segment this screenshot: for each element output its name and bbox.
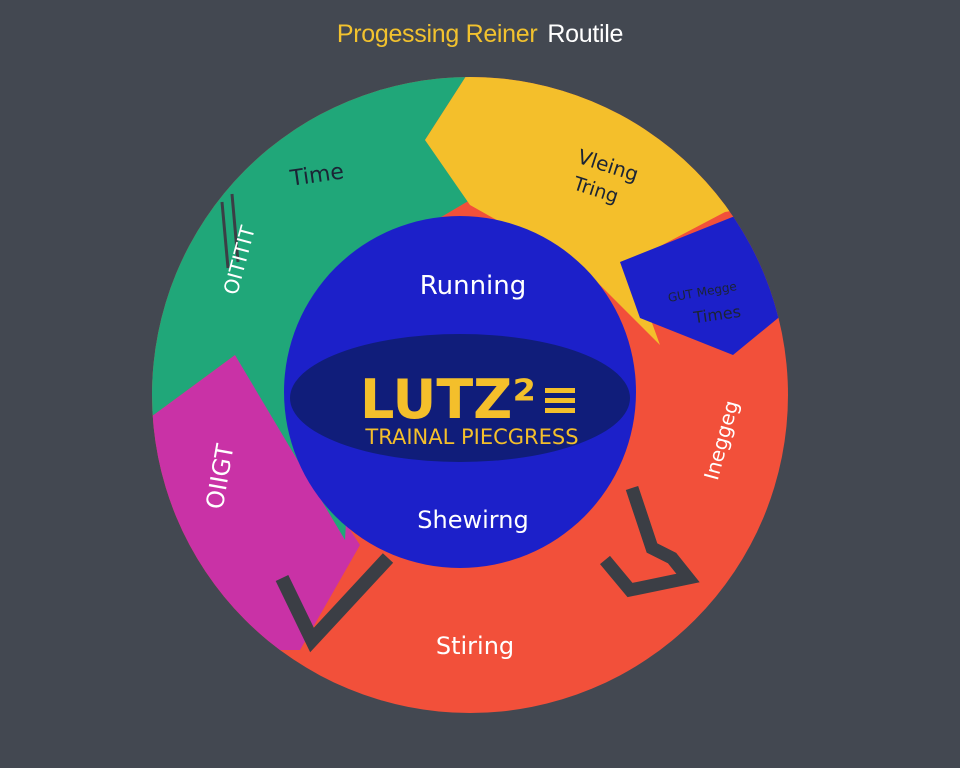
center-bottom-label: Shewirng	[417, 506, 528, 534]
tick-mark-1	[220, 201, 230, 269]
tick-mark-2	[230, 193, 240, 263]
diagram-title: Progessing Reiner Routile	[0, 20, 960, 49]
center-subtitle: TRAINAL PIECGRESS	[364, 425, 578, 449]
center-badge	[290, 334, 630, 462]
label-red-bottom: Stiring	[436, 632, 514, 660]
center-logo: LUTZ²	[360, 368, 536, 431]
segment-group	[152, 77, 788, 713]
logo-lines	[545, 388, 575, 413]
title-part-1: Progessing Reiner	[336, 20, 538, 48]
separator-bottom-right	[600, 485, 700, 598]
center-top-label: Running	[420, 271, 527, 301]
separator-bottom-left	[275, 553, 394, 653]
title-part-2: Routile	[547, 20, 624, 48]
